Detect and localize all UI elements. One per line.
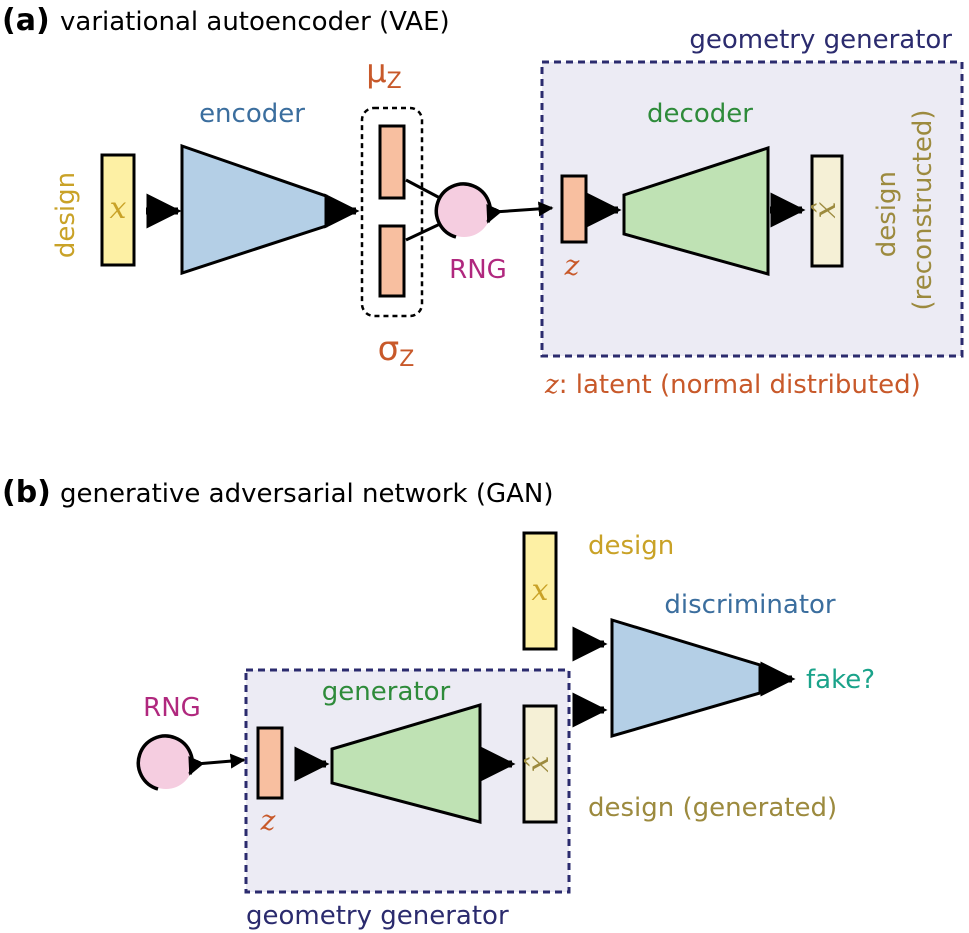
encoder-block	[180, 143, 328, 276]
sigma-block	[378, 224, 406, 298]
output-xhat-block	[810, 154, 844, 268]
latent-z-block	[560, 174, 588, 244]
rng-circle-a	[437, 183, 491, 237]
rng-label-b: RNG	[143, 693, 201, 723]
arrow-rng-z-b	[195, 753, 246, 769]
rng-loop-a	[434, 182, 503, 239]
latent-z-symbol: z	[564, 249, 580, 282]
geometry-generator-label: geometry generator	[689, 25, 952, 55]
arrow-rng-z	[493, 201, 554, 217]
rng-label-a: RNG	[449, 255, 507, 285]
discriminator-block	[610, 617, 762, 738]
generated-xhat-symbol: x̂	[521, 755, 556, 772]
sigma-label: σZ	[378, 329, 415, 372]
geometry-generator-label-b: geometry generator	[246, 901, 509, 931]
fake-label: fake?	[806, 665, 875, 695]
panel-b-title: generative adversarial network (GAN)	[60, 479, 554, 509]
generator-block	[330, 702, 482, 824]
discriminator-label: discriminator	[664, 590, 836, 620]
panel-a-tag: (a)	[2, 3, 50, 38]
generated-design-label: design (generated)	[588, 793, 837, 823]
rng-loop-b	[136, 734, 205, 791]
rng-circle-b	[139, 735, 193, 789]
latent-params-box	[360, 106, 424, 318]
latent-z-symbol-b: z	[260, 804, 276, 837]
panel-a: (a) variational autoencoder (VAE) geomet…	[2, 3, 964, 400]
panel-b-tag: (b)	[2, 475, 51, 510]
design-label: design	[51, 172, 81, 258]
panel-b: (b) generative adversarial network (GAN)…	[2, 475, 875, 931]
input-x-block	[100, 153, 136, 267]
reconstructed-label: design (reconstructed)	[872, 110, 938, 311]
line-sigma-rng	[405, 222, 441, 242]
mu-block	[378, 124, 406, 200]
real-design-label: design	[588, 531, 674, 561]
mu-label: μZ	[366, 52, 401, 94]
latent-caption: z: latent (normal distributed)	[544, 370, 921, 400]
encoder-label: encoder	[199, 99, 305, 129]
decoder-block	[622, 145, 770, 276]
output-xhat-symbol: x̂	[808, 201, 843, 218]
panel-a-title: variational autoencoder (VAE)	[60, 7, 450, 37]
line-mu-rng	[405, 178, 441, 200]
input-x-symbol: x	[110, 191, 127, 226]
decoder-label: decoder	[647, 99, 753, 129]
real-x-block	[522, 531, 558, 651]
real-x-symbol: x	[532, 573, 549, 608]
latent-z-block-b	[256, 726, 284, 800]
generated-xhat-block	[522, 704, 558, 824]
generator-label: generator	[322, 677, 451, 707]
